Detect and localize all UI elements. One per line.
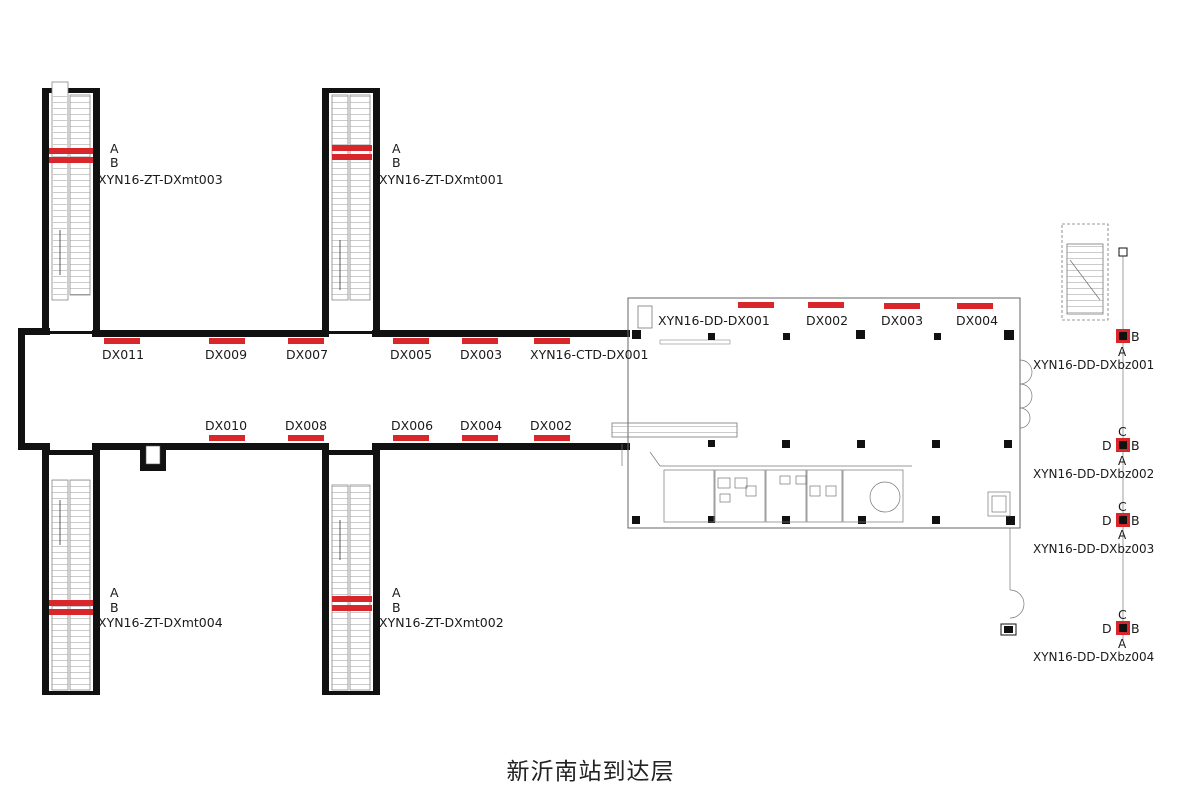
escalator-labels: A B XYN16-ZT-DXmt003 A B XYN16-ZT-DXmt00… [98, 141, 504, 630]
escalator-label-bottom: B [110, 155, 119, 170]
sign-label: DX003 [460, 347, 502, 362]
sign-label: XYN16-DD-DX001 [658, 313, 770, 328]
escalator-shaft-mt004 [42, 450, 100, 695]
sign-label: DX005 [390, 347, 432, 362]
column-face-label: B [1131, 621, 1140, 636]
sign-label: DX002 [530, 418, 572, 433]
sign-label: DX002 [806, 313, 848, 328]
column-face-label: C [1118, 499, 1127, 514]
column-face-label: A [1118, 528, 1127, 542]
escalator-code: XYN16-ZT-DXmt002 [379, 615, 504, 630]
sign-label: DX004 [956, 313, 998, 328]
sign-label: DX008 [285, 418, 327, 433]
service-stair [1061, 223, 1109, 321]
sign-label: DX004 [460, 418, 502, 433]
escalator-code: XYN16-ZT-DXmt001 [379, 172, 504, 187]
corridor-upper-labels: DX011 DX009 DX007 DX005 DX003 XYN16-CTD-… [102, 347, 649, 362]
column-code: XYN16-DD-DXbz002 [1033, 467, 1154, 481]
column-face-label: C [1118, 607, 1127, 622]
column-face-label: D [1102, 621, 1112, 636]
stair-niche [145, 445, 161, 465]
column-face-label: A [1118, 345, 1127, 359]
corridor-sign-markers [49, 145, 993, 615]
column-face-label: A [1118, 637, 1127, 651]
column-face-label: B [1131, 329, 1140, 344]
column-face-label: C [1118, 424, 1127, 439]
escalator-shaft-mt002 [322, 450, 380, 695]
column-face-label: B [1131, 438, 1140, 453]
escalator-label-bottom: B [110, 600, 119, 615]
sign-label: XYN16-CTD-DX001 [530, 347, 649, 362]
escalator-shaft-mt001 [322, 88, 380, 334]
column-markers [1116, 329, 1130, 635]
hall-labels: XYN16-DD-DX001 DX002 DX003 DX004 [658, 313, 998, 328]
sign-label: DX009 [205, 347, 247, 362]
arrival-hall [611, 297, 1033, 636]
sign-label: DX003 [881, 313, 923, 328]
column-code: XYN16-DD-DXbz004 [1033, 650, 1154, 664]
escalator-label-bottom: B [392, 155, 401, 170]
sign-label: DX010 [205, 418, 247, 433]
escalator-shaft-mt003 [42, 81, 100, 334]
column-face-label: D [1102, 438, 1112, 453]
escalator-label-top: A [392, 141, 401, 156]
column-face-label: B [1131, 513, 1140, 528]
column-face-label: A [1118, 454, 1127, 468]
escalator-code: XYN16-ZT-DXmt004 [98, 615, 223, 630]
sign-label: DX007 [286, 347, 328, 362]
escalator-label-top: A [110, 141, 119, 156]
escalator-label-top: A [392, 585, 401, 600]
sign-label: DX011 [102, 347, 144, 362]
sign-label: DX006 [391, 418, 433, 433]
column-face-label: D [1102, 513, 1112, 528]
column-labels: B A XYN16-DD-DXbz001 C D B A XYN16-DD-DX… [1033, 329, 1154, 664]
page-title: 新沂南站到达层 [506, 759, 675, 785]
escalator-label-bottom: B [392, 600, 401, 615]
escalator-code: XYN16-ZT-DXmt003 [98, 172, 223, 187]
column-code: XYN16-DD-DXbz003 [1033, 542, 1154, 556]
corridor-lower-labels: DX010 DX008 DX006 DX004 DX002 [205, 418, 572, 433]
escalator-label-top: A [110, 585, 119, 600]
column-code: XYN16-DD-DXbz001 [1033, 358, 1154, 372]
